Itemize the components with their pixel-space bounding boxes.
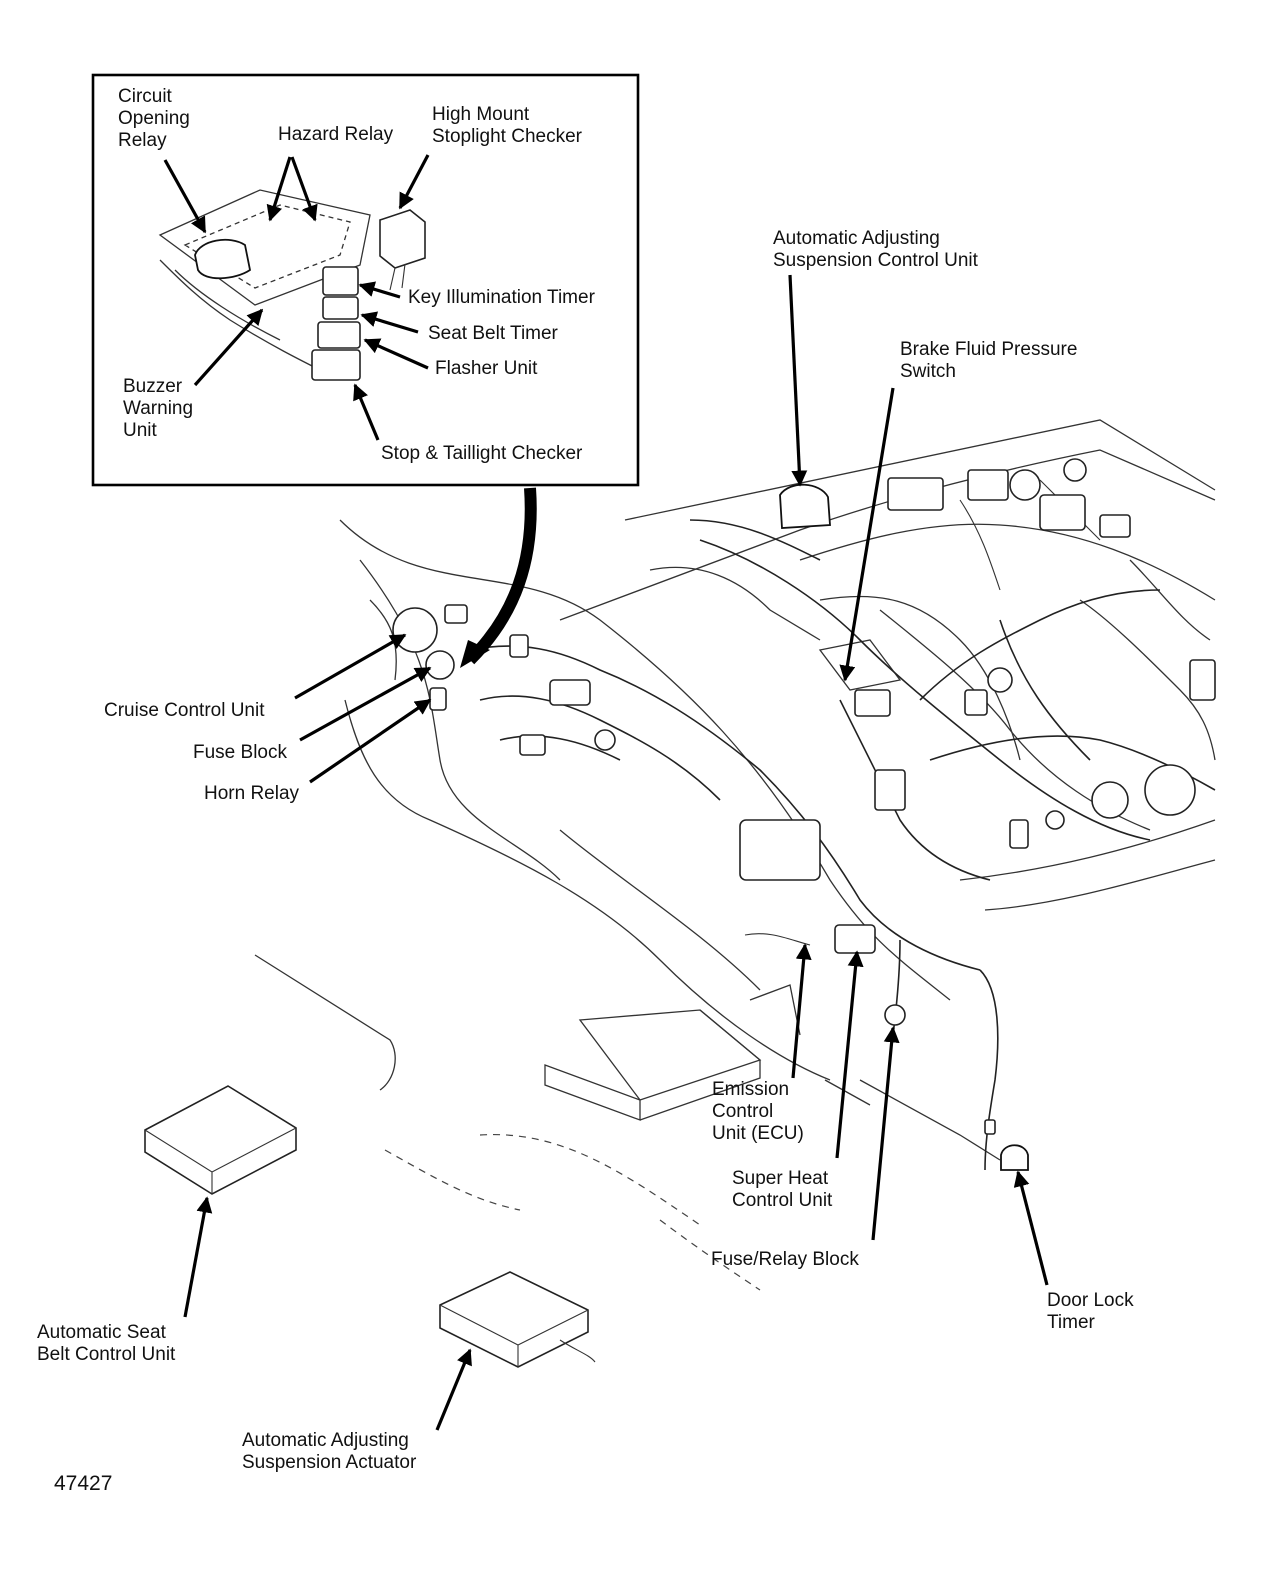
engine-bay-components (392, 458, 1216, 1171)
wiring-harness (469, 479, 1216, 1171)
label-door-lock-timer: Door Lock Timer (1047, 1290, 1134, 1333)
seat-belt-control-unit-box (144, 1085, 297, 1195)
vehicle-body-outline (254, 419, 1216, 1291)
leader-arrows (163, 154, 1049, 1431)
label-key-illumination-timer: Key Illumination Timer (408, 287, 595, 308)
label-horn-relay: Horn Relay (204, 783, 300, 804)
label-hazard-relay: Hazard Relay (278, 124, 394, 145)
suspension-actuator-box (439, 1271, 596, 1368)
label-super-heat-control-unit: Super Heat Control Unit (732, 1168, 833, 1211)
figure-number: 47427 (54, 1472, 113, 1495)
inset-detail-box (91, 73, 640, 487)
label-buzzer-warning-unit: Buzzer Warning Unit (123, 376, 194, 441)
label-flasher-unit: Flasher Unit (435, 358, 538, 379)
label-brake-fluid-pressure-switch: Brake Fluid Pressure Switch (900, 339, 1078, 382)
label-fuse-block: Fuse Block (193, 742, 287, 763)
label-seat-belt-timer: Seat Belt Timer (428, 323, 558, 344)
label-circuit-opening-relay: Circuit Opening Relay (118, 86, 190, 151)
inset-connector-arrowhead (460, 640, 490, 668)
label-high-mount-stoplight-checker: High Mount Stoplight Checker (432, 104, 582, 147)
label-stop-taillight-checker: Stop & Taillight Checker (381, 443, 583, 464)
label-automatic-seat-belt-control-unit: Automatic Seat Belt Control Unit (37, 1322, 176, 1365)
label-automatic-adjusting-suspension-control-unit: Automatic Adjusting Suspension Control U… (773, 228, 978, 271)
inset-connector-arrow (465, 487, 537, 665)
label-emission-control-unit: Emission Control Unit (ECU) (712, 1079, 804, 1144)
label-cruise-control-unit: Cruise Control Unit (104, 700, 265, 721)
label-fuse-relay-block: Fuse/Relay Block (711, 1249, 859, 1270)
label-automatic-adjusting-suspension-actuator: Automatic Adjusting Suspension Actuator (242, 1430, 417, 1473)
